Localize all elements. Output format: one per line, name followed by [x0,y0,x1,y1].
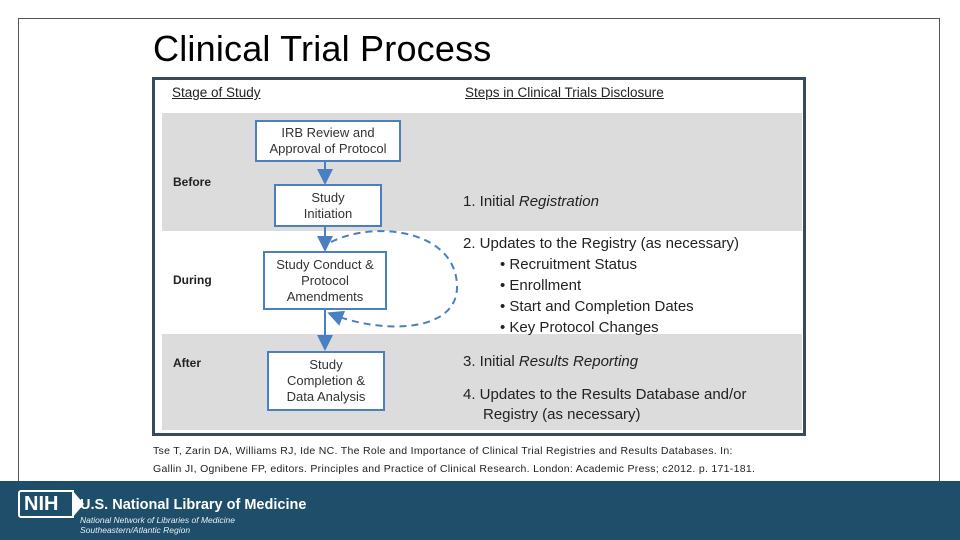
step-1-initial-registration: 1. Initial Registration [463,193,599,210]
nih-logo: NIH [18,490,74,518]
citation: Tse T, Zarin DA, Williams RJ, Ide NC. Th… [153,442,833,478]
bullet-key-protocol-changes: • Key Protocol Changes [500,319,659,336]
box-study-conduct: Study Conduct & Protocol Amendments [263,251,387,310]
citation-line-2: Gallin JI, Ognibene FP, editors. Princip… [153,463,756,475]
bullet-enrollment: • Enrollment [500,277,582,294]
step-2-registry-updates: 2. Updates to the Registry (as necessary… [463,235,739,252]
stage-label-after: After [173,356,202,370]
step-4-line-1: 4. Updates to the Results Database and/o… [463,386,747,403]
bullet-recruitment-status: • Recruitment Status [500,256,637,273]
nih-logo-arrow-icon [72,490,84,518]
box-study-completion: Study Completion & Data Analysis [267,351,385,411]
bullet-start-completion-dates: • Start and Completion Dates [500,298,694,315]
box-study-initiation: Study Initiation [274,184,382,227]
stage-label-before: Before [173,175,212,189]
header-steps-disclosure: Steps in Clinical Trials Disclosure [465,85,664,100]
org-subtitle-2: Southeastern/Atlantic Region [80,525,191,535]
citation-line-1: Tse T, Zarin DA, Williams RJ, Ide NC. Th… [153,445,733,457]
box-irb-review: IRB Review and Approval of Protocol [255,120,401,162]
flow-arrows [317,161,459,351]
org-subtitle-1: National Network of Libraries of Medicin… [80,515,235,525]
step-4-line-2: Registry (as necessary) [483,406,641,423]
slide-title: Clinical Trial Process [153,28,492,69]
step-3-results-reporting: 3. Initial Results Reporting [463,353,639,370]
clinical-trial-figure: Stage of Study Steps in Clinical Trials … [152,77,806,436]
header-stage-of-study: Stage of Study [172,85,261,100]
org-name: U.S. National Library of Medicine [80,497,307,513]
stage-label-during: During [173,273,212,287]
footer-bar: NIH U.S. National Library of Medicine Na… [0,481,960,540]
dashed-feedback-loop [327,230,459,328]
